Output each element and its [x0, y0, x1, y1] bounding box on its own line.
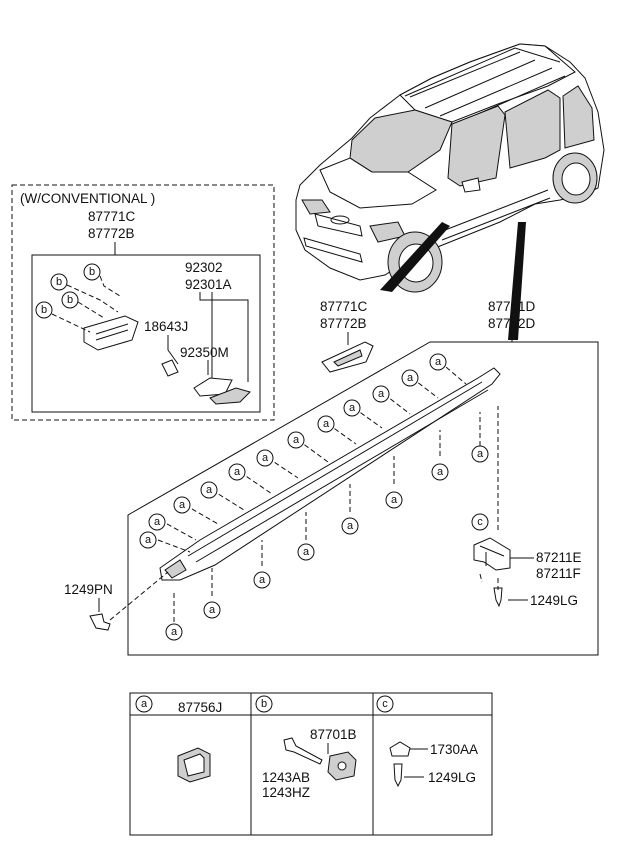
label-1249pn: 1249PN: [64, 582, 113, 597]
callout-a: a: [287, 431, 305, 449]
screw-1243ab: [283, 737, 323, 765]
label-92301a: 92301A: [185, 277, 232, 292]
legend-b-part-1243ab: 1243AB: [262, 770, 310, 785]
svg-text:a: a: [437, 466, 444, 478]
label-87751d: 87751D: [488, 299, 536, 314]
callout-a: a: [431, 463, 449, 481]
conventional-group: (W/CONVENTIONAL ) 87771C 87772B 92302 92…: [11, 184, 275, 421]
svg-text:a: a: [154, 516, 161, 528]
callout-a: a: [165, 623, 183, 641]
label-87771c-conv: 87771C: [88, 209, 136, 224]
legend-b-part-87701b: 87701B: [310, 727, 357, 742]
svg-text:a: a: [435, 356, 442, 368]
callout-a: a: [203, 601, 221, 619]
callout-a: a: [385, 491, 403, 509]
svg-text:a: a: [145, 534, 152, 546]
callout-a: a: [139, 531, 157, 549]
svg-text:a: a: [209, 604, 216, 616]
callout-a: a: [341, 517, 359, 535]
svg-text:a: a: [262, 452, 269, 464]
legend-b-header: b: [255, 695, 273, 713]
svg-text:c: c: [477, 516, 483, 528]
callout-a: a: [148, 513, 166, 531]
legend-b-part-1243hz: 1243HZ: [262, 785, 310, 800]
callout-a: a: [429, 353, 447, 371]
moulding-group: 87751D 87752D 87211E 87211F 1249LG 1249P…: [64, 299, 599, 656]
clip-1730aa: [389, 741, 411, 757]
callout-a: a: [343, 399, 361, 417]
svg-text:a: a: [407, 372, 414, 384]
moulding-box-border: [127, 341, 599, 656]
callout-a: a: [228, 463, 246, 481]
callout-b: b: [35, 301, 53, 319]
svg-text:b: b: [261, 698, 267, 710]
callout-a: a: [372, 385, 390, 403]
legend-table: a 87756J b 87701B 1243AB 1243HZ c 1730AA…: [129, 692, 493, 836]
callout-a: a: [401, 369, 419, 387]
legend-c-header: c: [376, 695, 394, 713]
svg-text:a: a: [347, 520, 354, 532]
svg-text:b: b: [56, 276, 62, 288]
callout-b: b: [83, 263, 101, 281]
label-87772b: 87772B: [320, 316, 367, 331]
svg-text:b: b: [67, 294, 73, 306]
conventional-inner-box: [31, 254, 261, 413]
garnish-group: 87771C 87772B: [320, 299, 374, 373]
svg-text:b: b: [41, 304, 47, 316]
callout-b: b: [61, 291, 79, 309]
side-lamp-part: [193, 377, 233, 397]
callout-a: a: [200, 481, 218, 499]
svg-text:a: a: [378, 388, 385, 400]
label-92302: 92302: [185, 260, 223, 275]
svg-text:a: a: [303, 546, 310, 558]
vehicle-illustration: [295, 43, 605, 340]
callout-a: a: [256, 449, 274, 467]
screw-1249lg: [493, 587, 503, 608]
svg-text:b: b: [89, 266, 95, 278]
lens-part: [209, 387, 251, 405]
svg-text:a: a: [234, 466, 241, 478]
svg-text:a: a: [171, 626, 178, 638]
label-18643j: 18643J: [144, 319, 188, 334]
side-repeater-garnish-conv: [83, 315, 139, 351]
svg-text:a: a: [179, 499, 186, 511]
label-87772b-conv: 87772B: [88, 226, 135, 241]
label-87752d: 87752D: [488, 316, 536, 331]
callout-c: c: [471, 513, 489, 531]
label-87211f: 87211F: [536, 566, 581, 581]
svg-text:c: c: [382, 698, 388, 710]
svg-text:a: a: [293, 434, 300, 446]
label-87771c: 87771C: [320, 299, 368, 314]
svg-text:a: a: [349, 402, 356, 414]
conventional-title: (W/CONVENTIONAL ): [20, 191, 155, 206]
svg-text:a: a: [259, 574, 266, 586]
svg-text:a: a: [391, 494, 398, 506]
svg-text:a: a: [141, 698, 148, 710]
legend-c-part-1730aa: 1730AA: [430, 742, 478, 757]
callout-circles: b b b b a a a a a a a a a a a a a a a a …: [35, 263, 489, 641]
moulding-bracket: [473, 537, 511, 571]
conventional-box-border: [11, 184, 275, 421]
svg-text:a: a: [206, 484, 213, 496]
svg-text:a: a: [323, 418, 330, 430]
label-92350m: 92350M: [180, 345, 229, 360]
bulb-part: [161, 359, 179, 377]
callout-b: b: [50, 273, 68, 291]
callout-a: a: [317, 415, 335, 433]
callout-a: a: [297, 543, 315, 561]
callout-a: a: [253, 571, 271, 589]
label-87211e: 87211E: [536, 550, 582, 565]
legend-a-header: a: [135, 695, 153, 713]
legend-a-part: 87756J: [178, 700, 222, 715]
side-sill-moulding: [159, 367, 501, 581]
legend-c-part-1249lg: 1249LG: [428, 770, 476, 785]
legend-border: [129, 692, 493, 836]
callout-a: a: [471, 445, 489, 463]
label-1249lg: 1249LG: [530, 593, 578, 608]
screw-1249lg-legend: [393, 763, 403, 788]
callout-a: a: [173, 496, 191, 514]
svg-text:a: a: [477, 448, 484, 460]
screw-1249pn: [89, 613, 111, 631]
